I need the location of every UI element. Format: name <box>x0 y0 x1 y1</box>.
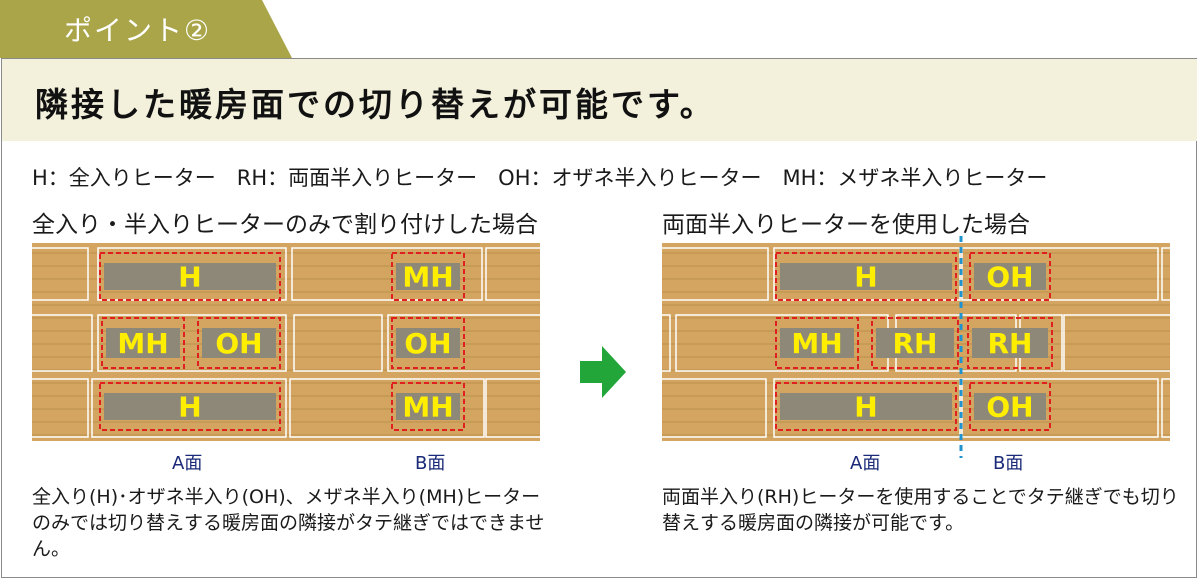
floor-panel <box>1161 378 1170 438</box>
heater-fill <box>780 328 854 358</box>
heater-outline <box>967 317 1053 369</box>
floor-panel <box>387 314 540 372</box>
heater-fill <box>104 393 276 420</box>
left-heater-label: MH <box>117 327 168 360</box>
heater-fill <box>396 263 460 290</box>
heater-fill <box>396 328 460 358</box>
right-heater-label: RH <box>988 327 1033 360</box>
right-face-b-label: B面 <box>993 453 1024 474</box>
tab-label: ポイント② <box>64 14 212 47</box>
left-heater-label: MH <box>402 391 453 424</box>
tab-shape <box>0 0 292 58</box>
floor-panel <box>1161 247 1170 301</box>
left-heater-label: OH <box>215 327 262 360</box>
left-floor-diagram: H MH MH OH OH H MH <box>32 243 540 441</box>
point-tab: ポイント② <box>0 0 292 58</box>
heater-outline <box>391 317 465 369</box>
heater-outline <box>391 382 465 431</box>
heater-outline <box>775 252 957 301</box>
heater-outline <box>775 382 957 431</box>
floor-panel <box>291 247 483 301</box>
heater-outline <box>99 382 281 431</box>
floor-panel <box>961 378 1159 438</box>
left-description: 全入り(H)･オザネ半入り(OH)、メザネ半入り(MH)ヒーターのみでは切り替え… <box>32 486 545 560</box>
floor-panel <box>32 314 93 372</box>
heater-fill <box>974 263 1046 290</box>
floor-panel <box>485 378 540 438</box>
right-heater-label: RH <box>893 327 938 360</box>
right-description: 両面半入り(RH)ヒーターを使用することでタテ継ぎでも切り替えする暖房面の隣接が… <box>662 486 1179 534</box>
heater-fill <box>780 263 952 290</box>
face-divider-line <box>959 236 963 458</box>
right-floor-diagram: H OH MH RH RH H OH <box>662 243 1170 441</box>
floor-panel <box>97 314 287 372</box>
floor-panel <box>32 378 89 438</box>
headline-band <box>2 59 1197 141</box>
heater-outline <box>969 382 1051 431</box>
right-heater-label: OH <box>986 261 1033 294</box>
heater-fill <box>104 263 276 290</box>
heater-fill <box>396 393 460 420</box>
floor-panel <box>293 314 383 372</box>
left-heater-label: H <box>178 261 201 294</box>
right-face-a-label: A面 <box>850 453 881 474</box>
left-subtitle: 全入り・半入りヒーターのみで割り付けした場合 <box>32 212 538 238</box>
headline: 隣接した暖房面での切り替えが可能です。 <box>35 85 716 124</box>
heater-outline <box>871 317 959 369</box>
heater-outline <box>101 317 185 369</box>
heater-fill <box>202 328 276 358</box>
heater-fill <box>106 328 180 358</box>
floor-panel <box>289 378 485 438</box>
floor-panel <box>773 378 961 438</box>
right-heater-label: H <box>854 391 877 424</box>
heater-fill <box>972 328 1048 358</box>
right-heater-label: OH <box>986 391 1033 424</box>
left-heater-label: OH <box>404 327 451 360</box>
floor-panel <box>662 378 767 438</box>
heater-fill <box>974 393 1046 420</box>
heater-outline <box>969 252 1051 301</box>
heater-outline <box>775 317 859 369</box>
left-face-b-label: B面 <box>415 453 446 474</box>
heater-outline <box>391 252 465 301</box>
heater-legend: H：全入りヒーター RH：両面半入りヒーター OH：オザネ半入りヒーター MH：… <box>32 166 1048 190</box>
left-face-a-label: A面 <box>172 453 203 474</box>
right-subtitle: 両面半入りヒーターを使用した場合 <box>662 212 1030 238</box>
left-heater-label: H <box>178 391 201 424</box>
arrow-right-icon <box>580 346 626 398</box>
heater-fill <box>780 393 952 420</box>
heater-outline <box>197 317 281 369</box>
left-heater-label: MH <box>402 261 453 294</box>
floor-panel <box>662 247 769 301</box>
left-floor-svg: H MH MH OH OH H MH <box>32 243 540 441</box>
right-heater-label: MH <box>791 327 842 360</box>
floor-panel <box>662 314 671 372</box>
floor-panel <box>485 247 540 301</box>
heater-fill <box>876 328 954 358</box>
floor-panel <box>32 247 89 301</box>
right-heater-label: H <box>854 261 877 294</box>
right-floor-svg: H OH MH RH RH H OH <box>662 243 1170 441</box>
heater-outline <box>99 252 281 301</box>
floor-panel <box>1063 314 1170 372</box>
floor-panel <box>91 378 287 438</box>
